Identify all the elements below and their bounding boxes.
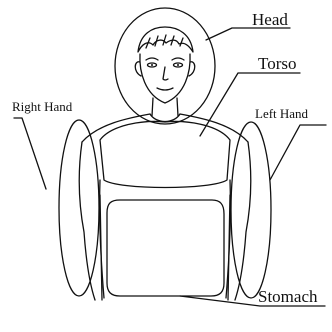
neck (152, 98, 178, 116)
stomach-region (107, 200, 224, 296)
right-hand-label: Right Hand (12, 99, 72, 115)
shoulders (82, 114, 248, 142)
right-hand-leader-line (14, 118, 46, 189)
eyebrows (146, 58, 184, 60)
left-hand-label: Left Hand (255, 106, 308, 122)
face (140, 54, 190, 103)
right-hand-region (59, 120, 99, 296)
shirt-sides (100, 195, 230, 300)
left-hand-leader-line (270, 125, 326, 180)
torso-leader-line (200, 73, 300, 136)
head-region (115, 8, 215, 124)
region-outlines (59, 8, 271, 298)
nose (163, 67, 168, 80)
head-label: Head (252, 10, 288, 30)
person-figure (79, 27, 251, 300)
torso-label: Torso (258, 54, 296, 74)
torso-region (100, 122, 230, 188)
stomach-label: Stomach (258, 287, 318, 307)
left-hand-region (231, 122, 271, 298)
mouth (157, 88, 173, 90)
shirt-collar (150, 114, 180, 122)
